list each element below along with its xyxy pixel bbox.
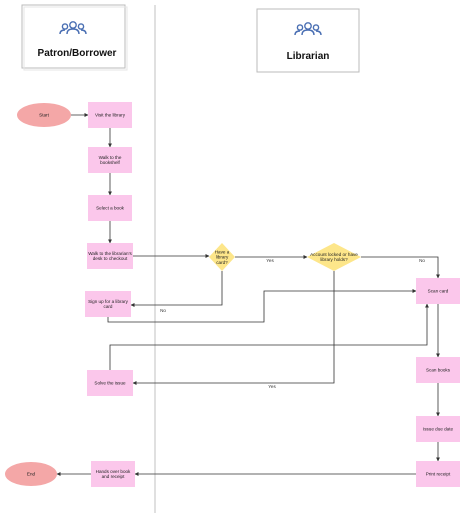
edge-label: No [160,308,166,313]
node-label: Walk to the [99,155,122,160]
users-icon [294,22,322,36]
decision-shape [307,243,361,271]
process-shape [88,147,132,173]
edge-label: No [419,258,425,263]
decision-shape [209,243,235,271]
node-label: bookshelf [100,160,120,165]
connector-solve-issue-to-scan-card [109,303,429,370]
process-shape [416,416,460,442]
node-scan-books: Scan books [416,357,460,383]
node-label: desk to checkout [93,256,128,261]
connector-sign-up-to-scan-card [107,289,417,323]
node-label: Sign up for a library [88,299,129,304]
process-shape [91,461,135,487]
users-icon [59,21,87,35]
lane-header-patron: Patron/Borrower [21,4,128,71]
node-label: Account locked or have [310,252,358,257]
node-start: Start [17,103,71,127]
node-label: and receipt [102,474,125,479]
connector-account-locked-to-scan-card [361,256,440,279]
process-shape [87,243,133,269]
node-label: Hands over book [96,469,131,474]
process-shape [87,370,133,396]
lane-header-librarian: Librarian [256,8,360,73]
node-label: Visit the library [95,113,126,118]
node-label: library [216,255,229,260]
edge-label: Yes [266,258,274,263]
node-scan-card: Scan card [416,278,460,304]
process-shape [88,195,132,221]
node-label: library holds? [320,257,348,262]
process-shape [416,357,460,383]
process-shape [85,291,131,317]
node-label: Issue due date [423,427,454,432]
node-label: Select a book [96,206,125,211]
connector-account-locked-to-solve-issue [132,271,335,385]
node-label: Print receipt [426,472,451,477]
edges-layer [56,113,440,476]
node-label: card [104,304,113,309]
node-visit: Visit the library [88,102,132,128]
node-label: End [27,472,36,477]
terminal-shape [17,103,71,127]
lane-title: Librarian [287,51,330,62]
process-shape [416,278,460,304]
process-shape [88,102,132,128]
node-label: Start [39,113,49,118]
node-label: Solve the issue [94,381,126,386]
node-select-book: Select a book [88,195,132,221]
process-shape [416,461,460,487]
node-end: End [5,462,57,486]
lane-title: Patron/Borrower [38,48,117,59]
edge-label: Yes [268,384,276,389]
connector-library-card-to-sign-up [130,271,223,307]
node-print-receipt: Print receipt [416,461,460,487]
node-label: card? [216,260,228,265]
node-label: Have a [215,249,230,254]
node-issue-due-date: Issue due date [416,416,460,442]
node-solve-issue: Solve the issue [87,370,133,396]
node-label: Scan books [426,368,451,373]
node-label: Scan card [428,289,449,294]
node-label: Walk to the librarian's [88,251,132,256]
terminal-shape [5,462,57,486]
